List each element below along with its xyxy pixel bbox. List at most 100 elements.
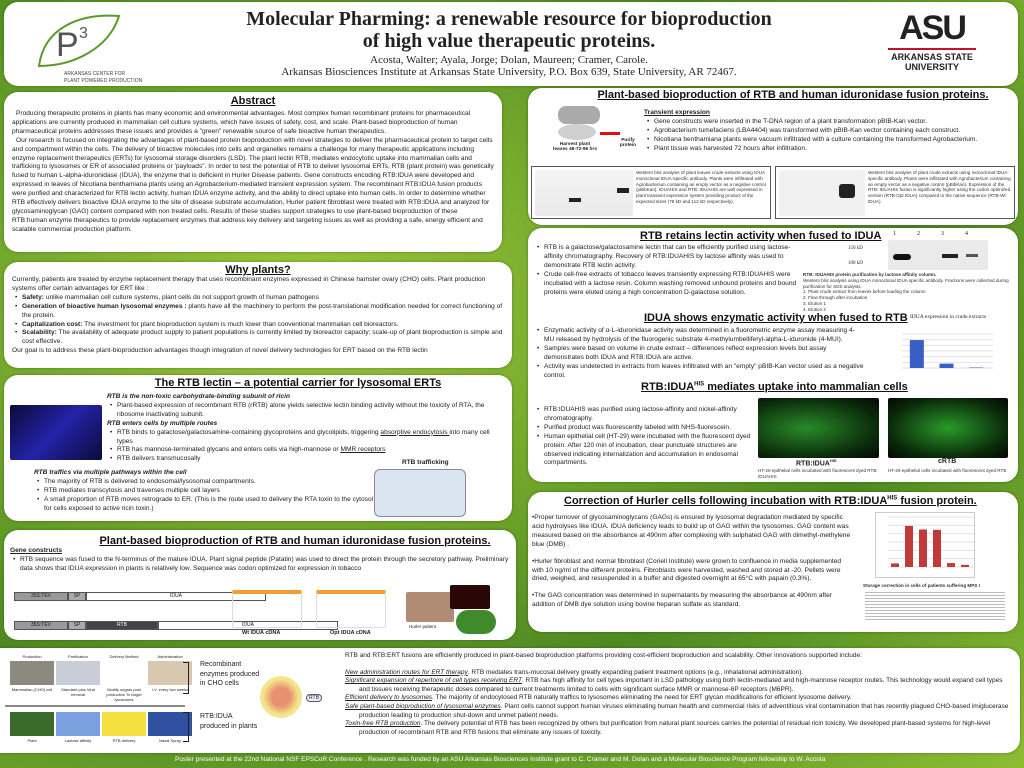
lectin-bullet: Plant-based expression of recombinant RT… (107, 402, 507, 420)
conclusion-item: Safe plant-based bioproduction of lysoso… (345, 702, 1009, 719)
construct-segment: IDUA (86, 592, 266, 601)
p3-logo-text1: ARKANSAS CENTER FOR (64, 71, 126, 77)
transient-title: Plant-based bioproduction of RTB and hum… (597, 89, 989, 101)
idua-expression-chart (902, 333, 993, 369)
why-item: Scalability: The availability of adequat… (12, 329, 504, 347)
mmr-receptors-link[interactable]: MMR receptors (340, 446, 386, 454)
hurler-p1: •Proper turnover of glycosaminoglycans (… (532, 514, 851, 548)
poster-title-line2: of high value therapeutic proteins. (362, 30, 656, 52)
step-caption: Plant (27, 738, 37, 743)
why-intro: Currently, patients are treated by enzym… (12, 276, 486, 292)
conclusion-item: Significant expansion of repertoire of c… (345, 677, 1003, 693)
lane-number: 3 (941, 231, 944, 237)
opt-idua-label: Opt IDUA cDNA (330, 630, 371, 636)
wb2-caption: Western blot analysis of plant crude ext… (868, 170, 1011, 204)
list-item: Purified product was fluorescently label… (534, 424, 756, 433)
hurler-p3: •The GAG concentration was determined in… (532, 592, 832, 609)
comparison-step: Lactose affinity (56, 710, 100, 743)
why-plants-panel: Why plants? Currently, patients are trea… (4, 262, 512, 368)
lectin-cap-title: RTB: IDUAHIS protein purification by lac… (803, 272, 937, 277)
harvest-label: Harvest plant leaves 48-72-96 hrs (552, 142, 597, 152)
lectin-bullet: RTB binds to galactose/galactosamine-con… (107, 429, 507, 447)
list-item: A small proportion of RTB moves retrogra… (34, 496, 374, 514)
gene-text: RTB sequence was fused to the N-terminus… (10, 556, 510, 574)
step-caption: RTB delivery (112, 738, 136, 743)
lane-number: 4 (965, 231, 968, 237)
hurler-correction-panel: Correction of Hurler cells following inc… (528, 492, 1018, 632)
conclusion-item: Efficient delivery to lysosomes. The maj… (345, 694, 852, 702)
cho-label: Recombinant enzymes produced in CHO cell… (200, 661, 260, 687)
step-caption: I.V. every two weeks (151, 687, 189, 692)
construct-segment: SP (68, 592, 86, 601)
purify-label: Purify protein (619, 138, 637, 148)
gene-constructs-subtitle: Gene constructs (10, 547, 63, 554)
fluorescence-image-crtb (888, 398, 1008, 458)
hurler-patient-photo (406, 592, 454, 622)
list-item: Gene constructs were inserted in the T-D… (644, 118, 1014, 127)
bar (947, 563, 955, 567)
lectin-sub1: RTB is the non-toxic carbohydrate-bindin… (107, 393, 291, 400)
conclusion-item: New administration routes for ERT therap… (345, 668, 804, 676)
hurler-title: Correction of Hurler cells following inc… (564, 495, 977, 507)
affiliation: Arkansas Biosciences Institute at Arkans… (281, 66, 737, 78)
svg-text:3: 3 (79, 25, 88, 42)
wb1-caption: Western blot analysis of plant leaves cr… (636, 170, 766, 204)
comparison-step: RTB delivery (102, 710, 146, 743)
blot-image (779, 170, 865, 216)
idua-structure-image (450, 585, 490, 609)
asu-logo: ASU ARKANSAS STATE UNIVERSITY (882, 10, 982, 72)
rtb-lectin-title: The RTB lectin – a potential carrier for… (154, 377, 442, 389)
step-image (148, 712, 192, 736)
lectin-sub2: RTB enters cells by multiple routes (107, 419, 218, 427)
list-item: Enzymatic activity of α-L-iduronidase ac… (534, 327, 864, 345)
absorptive-endocytosis-link[interactable]: absorptive endocytosis (380, 428, 450, 436)
fluorescence-image-rtb-idua (758, 398, 879, 458)
hurler-patient-label: Hurler patient (409, 624, 437, 629)
why-item: Generation of bioactive human lysosomal … (12, 303, 504, 321)
comparison-step: Nasal Spray (148, 710, 192, 743)
step-image (102, 661, 146, 685)
gag-chart (875, 512, 975, 578)
rtb-trafficking-label: RTB trafficking (402, 459, 449, 466)
infiltration-diagram (558, 106, 600, 124)
crtb-image-label: cRTB (938, 458, 957, 465)
abstract-panel: Abstract Producing therapeutic proteins … (4, 92, 502, 252)
hurler-p2: •Hurler fibroblast and normal fibroblast… (532, 557, 842, 583)
step-label: Purification (68, 654, 88, 659)
rtb-lectin-panel: The RTB lectin – a potential carrier for… (4, 375, 512, 521)
p3-logo-text2: PLANT POWERED PRODUCTION (64, 78, 143, 84)
construct-segment: 35S:TEV (14, 592, 68, 601)
bracket-icon (183, 662, 189, 694)
poster-title-line1: Molecular Pharming: a renewable resource… (246, 8, 772, 30)
step-label: Administration (157, 654, 183, 659)
plants-label: RTB:IDUA produced in plants (200, 713, 258, 730)
gag-cap-title: Storage correction in cells of patients … (863, 583, 980, 588)
mw-150: 150 kD (848, 246, 863, 251)
lectin-sub3: RTB traffics via multiple pathways withi… (34, 469, 187, 476)
bar (939, 363, 954, 368)
step-image (102, 712, 146, 736)
step-image (10, 661, 54, 685)
step-label: Production (22, 654, 42, 659)
divider (5, 705, 185, 707)
step-image (148, 661, 192, 685)
list-item: Agrobacterium tumefaciens (LBA4404) was … (644, 127, 1014, 136)
plant-leaves-image (456, 610, 496, 634)
lectin-bullet: RTB has mannose-terminated glycans and e… (107, 446, 507, 455)
list-item: RTB is a galactose/galactosamine lectin … (534, 244, 804, 271)
why-item: Capitalization cost: The investment for … (12, 321, 504, 330)
list-item: Samples were based on volume in crude ex… (534, 345, 864, 363)
rtb-trafficking-diagram (374, 469, 466, 517)
caption-item: 3. Elution 1 (803, 300, 826, 306)
svg-text:P: P (56, 26, 79, 64)
wt-idua-label: Wt IDUA cDNA (242, 630, 281, 636)
list-item: The majority of RTB is delivered to endo… (34, 478, 374, 487)
step-caption: Mammalian (CHO) cell (11, 687, 53, 692)
why-goal: Our goal is to address these plant-biopr… (12, 347, 428, 355)
transient-subtitle: Transient expression (644, 109, 710, 116)
conclusion-item: Toxin-free RTB production. The delivery … (345, 720, 991, 736)
